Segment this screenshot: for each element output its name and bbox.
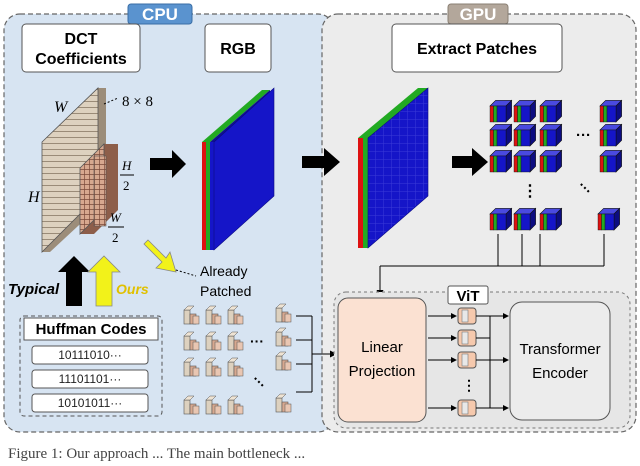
rgb-patch-cube-2 (513, 99, 537, 123)
ours-label: Ours (116, 281, 149, 297)
rgb-patch-cube-13 (489, 207, 513, 231)
cpu-tag (127, 3, 193, 25)
token-1 (428, 307, 490, 325)
caption-strip: Figure 1: Our approach ... The main bott… (0, 446, 640, 466)
transformer-encoder-box (509, 301, 611, 421)
caption-text: Figure 1: Our approach ... The main bott… (8, 446, 306, 462)
dim-h-label: H (27, 189, 41, 206)
rgb-patch-cube-9 (539, 149, 563, 173)
token-4 (428, 399, 490, 417)
rgb-patch-cube-16 (597, 207, 621, 231)
grid-size-leader (103, 97, 119, 105)
rgb-patch-cube-8 (513, 149, 537, 173)
dct-patch-cube-3 (227, 305, 244, 325)
huffman-code-3: 10101011··· (58, 396, 123, 410)
half-w-num: W (110, 210, 122, 225)
gpu-title: GPU (460, 5, 497, 24)
rgb-patch-cube-10 (599, 99, 623, 123)
vit-label: ViT (456, 288, 479, 305)
dct-patch-cube-13 (275, 303, 292, 323)
dct-patch-cube-10 (183, 395, 200, 415)
arrow-grid-to-patches (452, 148, 488, 176)
rgb-patch-cube-14 (513, 207, 537, 231)
dct-patch-cube-15 (275, 351, 292, 371)
rgb-patch-cube-11 (599, 123, 623, 147)
rgb-patch-cube-12 (599, 149, 623, 173)
arrow-rgb-to-grid (302, 148, 340, 176)
rgb-patch-cube-3 (539, 99, 563, 123)
dct-patch-cube-7 (183, 357, 200, 377)
rgb-patch-cube-6 (539, 123, 563, 147)
token-3 (428, 351, 490, 369)
dct-patch-cubes (183, 303, 292, 415)
half-w-den: 2 (112, 230, 119, 245)
dct-coefficient-planes (41, 87, 118, 253)
extract-patches-box (391, 23, 563, 73)
figure-canvas: CPU GPU DCT Coefficients RGB Extract Pat… (3, 3, 637, 433)
patch-cubes (489, 99, 623, 231)
huffman-code-box-3 (31, 393, 149, 413)
already-patched-leader (175, 269, 197, 277)
dct-ellipsis-row1: ··· (250, 333, 264, 349)
dct-patch-cube-6 (227, 331, 244, 351)
tokens-ellipsis: ⋮ (462, 377, 476, 393)
dct-label-line1: DCT (65, 31, 98, 48)
linear-projection-box (337, 297, 427, 423)
patches-ellipsis-row1: ··· (576, 127, 591, 144)
dct-patch-cube-4 (183, 331, 200, 351)
rgb-label: RGB (220, 41, 256, 58)
typical-label: Typical (8, 281, 60, 298)
huffman-code-2: 11101101··· (59, 372, 122, 386)
transformer-encoder-line1: Transformer (519, 341, 600, 358)
huffman-code-box-2 (31, 369, 149, 389)
rgb-label-box (204, 23, 272, 73)
dct-patch-cube-16 (275, 393, 292, 413)
extract-patches-label: Extract Patches (417, 41, 537, 58)
dim-w-label: W (54, 99, 69, 116)
typical-arrow (58, 256, 90, 306)
dct-patch-cube-14 (275, 327, 292, 347)
already-patched-line1: Already (200, 263, 247, 279)
transformer-encoder-line2: Encoder (532, 365, 588, 382)
dct-patch-cube-5 (205, 331, 222, 351)
dct-connector-lines (296, 315, 337, 393)
dct-label-line2: Coefficients (35, 51, 127, 68)
token-embeddings (428, 307, 509, 417)
cpu-title: CPU (142, 5, 178, 24)
dct-patch-cube-1 (183, 305, 200, 325)
huffman-code-box-1 (31, 345, 149, 365)
dct-patch-cube-11 (205, 395, 222, 415)
arrow-dct-to-rgb (150, 150, 186, 178)
patches-ellipsis-col: ⋮ (522, 183, 538, 200)
rgb-patch-cube-1 (489, 99, 513, 123)
huffman-title-box (23, 317, 159, 341)
dct-patch-cube-2 (205, 305, 222, 325)
already-patched-line2: Patched (200, 283, 251, 299)
rgb-image (202, 87, 275, 251)
dct-patch-cube-9 (227, 357, 244, 377)
half-h-den: 2 (123, 178, 130, 193)
half-h-num: H (121, 158, 132, 173)
vit-tag (447, 285, 489, 305)
linear-projection-line1: Linear (361, 339, 403, 356)
rgb-patch-cube-7 (489, 149, 513, 173)
dct-label-box (21, 23, 141, 73)
huffman-title: Huffman Codes (36, 321, 147, 338)
grid-size-label: 8 × 8 (122, 94, 153, 110)
huffman-box (19, 315, 163, 417)
token-2 (428, 329, 490, 347)
already-patched-arrow (143, 239, 177, 273)
rgb-patch-cube-15 (539, 207, 563, 231)
dct-patch-cube-12 (227, 395, 244, 415)
dct-patch-cube-8 (205, 357, 222, 377)
rgb-patch-cube-4 (489, 123, 513, 147)
linear-projection-line2: Projection (349, 363, 416, 380)
huffman-code-1: 10111010··· (58, 348, 122, 362)
ours-arrow (87, 255, 121, 307)
rgb-patch-cube-5 (513, 123, 537, 147)
patch-connector-lines (376, 234, 605, 297)
grid-image (358, 87, 429, 249)
